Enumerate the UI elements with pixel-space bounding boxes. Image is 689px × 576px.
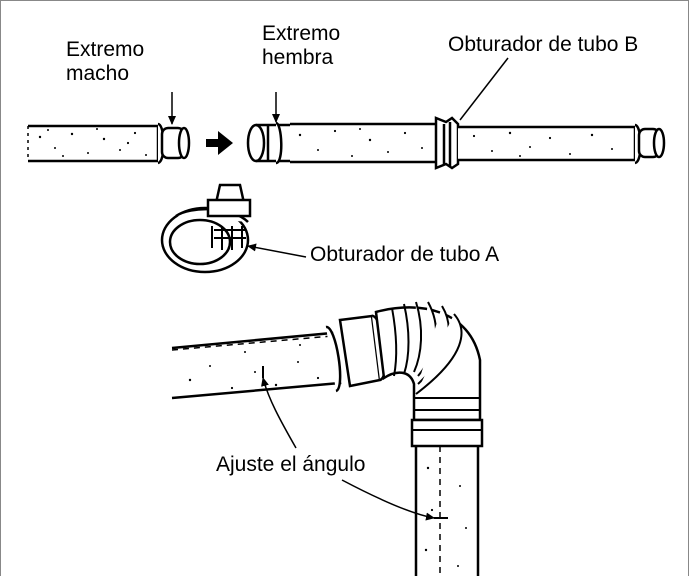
label-seal-b: Obturador de tubo B: [448, 33, 639, 56]
label-female-end: Extremo hembra: [262, 22, 341, 69]
seal-a-clamp: [160, 183, 252, 274]
label-adjust-angle: Ajuste el ángulo: [216, 453, 366, 476]
elbow-pipe-assembly: [171, 301, 484, 576]
angle-leader-lower: [341, 479, 435, 521]
seal-a-pointer: [247, 243, 307, 258]
pipe-male-speckle: [38, 128, 147, 157]
seal-b-pointer: [459, 57, 509, 121]
pipe-female-end: [246, 116, 666, 170]
label-seal-a: Obturador de tubo A: [310, 243, 500, 266]
elbow-speckle: [188, 344, 467, 567]
angle-leader-upper: [261, 377, 297, 449]
pipe-female-speckle: [298, 128, 613, 157]
label-male-end: Extremo macho: [66, 38, 145, 85]
pipe-male-end: [27, 122, 191, 165]
join-arrow: [206, 131, 233, 155]
